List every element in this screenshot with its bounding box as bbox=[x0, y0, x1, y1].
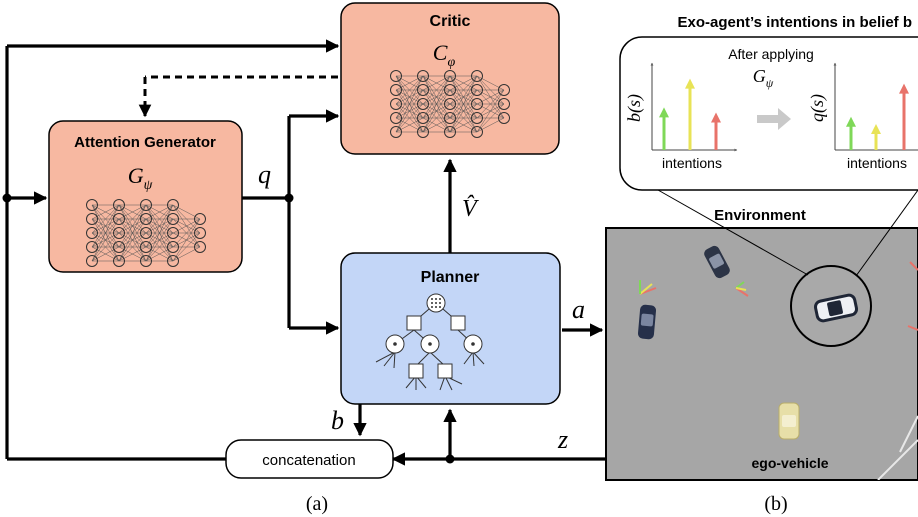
intention-bar-head-2 bbox=[685, 78, 695, 89]
intention-bar-head-2 bbox=[871, 123, 881, 134]
exo-car-1 bbox=[704, 245, 730, 279]
right-ylabel: q(s) bbox=[807, 94, 828, 122]
junction-dots bbox=[2, 193, 455, 464]
transform-arrow-icon bbox=[757, 108, 791, 130]
critic-title: Critic bbox=[430, 13, 471, 30]
environment-panel: Environment bbox=[605, 189, 918, 481]
attention-network-icon bbox=[86, 199, 206, 267]
planner-block: Planner bbox=[340, 252, 561, 405]
intention-bar-head-1 bbox=[846, 116, 856, 127]
intention-bar-head-3 bbox=[899, 83, 909, 94]
belief-panel: Exo-agent’s intentions in belief b After… bbox=[619, 14, 918, 191]
transform-symbol: Gψ bbox=[753, 66, 774, 90]
attention-symbol: Gψ bbox=[128, 163, 153, 193]
exo-car-2 bbox=[637, 304, 657, 340]
concatenation-block: concatenation bbox=[225, 439, 394, 479]
concatenation-label: concatenation bbox=[262, 452, 355, 469]
belief-chart-right: q(s) intentions bbox=[807, 62, 918, 171]
q-label: q bbox=[258, 160, 271, 189]
critic-to-attention-dashed bbox=[138, 75, 338, 118]
attention-title: Attention Generator bbox=[74, 134, 216, 151]
magnified-exo-car bbox=[813, 293, 859, 323]
critic-block: Critic Cφ bbox=[340, 2, 560, 155]
intention-bar-head-3 bbox=[711, 112, 721, 123]
environment-scene bbox=[637, 245, 918, 480]
vhat-label: V̂ bbox=[462, 195, 479, 222]
b-label: b bbox=[331, 406, 344, 435]
belief-chart-left: b(s) intentions bbox=[624, 62, 738, 171]
belief-title: Exo-agent’s intentions in belief b bbox=[678, 14, 912, 31]
callout-line-left bbox=[657, 189, 809, 276]
ego-vehicle-car bbox=[778, 402, 800, 440]
environment-title: Environment bbox=[714, 207, 806, 224]
intention-bar-head-1 bbox=[659, 107, 669, 118]
right-xlabel: intentions bbox=[847, 155, 907, 171]
callout-line-right bbox=[855, 189, 918, 277]
planner-title: Planner bbox=[421, 269, 480, 286]
a-label: a bbox=[572, 295, 585, 324]
connectors bbox=[5, 39, 606, 466]
belief-bubble bbox=[619, 36, 918, 191]
left-xlabel: intentions bbox=[662, 155, 722, 171]
signal-labels: q V̂ a b z bbox=[258, 160, 585, 454]
left-ylabel: b(s) bbox=[624, 94, 645, 122]
ego-vehicle-label: ego-vehicle bbox=[751, 455, 828, 471]
after-applying-label: After applying bbox=[728, 46, 814, 62]
z-label: z bbox=[557, 425, 568, 454]
caption-b: (b) bbox=[764, 493, 787, 515]
critic-network-icon bbox=[390, 70, 510, 138]
critic-symbol: Cφ bbox=[433, 40, 456, 70]
caption-a: (a) bbox=[306, 493, 328, 515]
environment-map bbox=[605, 227, 918, 481]
root-node-dots bbox=[431, 298, 441, 308]
attention-generator-block: Attention Generator Gψ bbox=[48, 120, 243, 273]
